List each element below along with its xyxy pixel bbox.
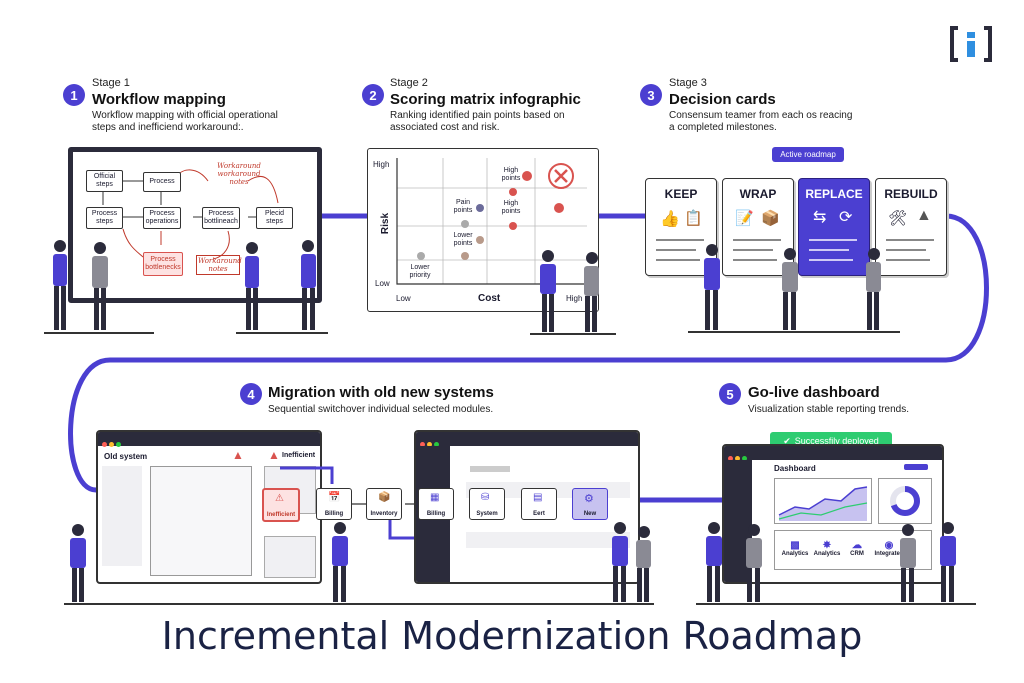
app-crm: ☁CRM bbox=[842, 540, 872, 557]
module-eert: ▤ Eert bbox=[521, 488, 557, 520]
wf-process-operations: Process operations bbox=[143, 207, 181, 229]
document-icon: 📝 bbox=[735, 210, 754, 227]
refresh-icon: ⟳ bbox=[839, 209, 853, 226]
page-title: Incremental Modernization Roadmap bbox=[161, 614, 863, 658]
thumbs-up-icon: 👍 bbox=[660, 211, 680, 228]
stage3-people bbox=[688, 244, 900, 333]
app-integrated: ◉Integrated bbox=[872, 540, 906, 557]
stage1-people bbox=[44, 240, 328, 334]
stage-2-title: Scoring matrix infographic bbox=[390, 91, 581, 108]
app-analytics-2: ✸Analytics bbox=[813, 540, 841, 557]
stage-2-label: Stage 2 bbox=[390, 77, 428, 89]
stage-1-title: Workflow mapping bbox=[92, 91, 226, 108]
workflow-arrows bbox=[102, 169, 279, 260]
wf-workaround-notes-2: Workaround notes bbox=[196, 255, 242, 275]
stage-5-title: Go-live dashboard bbox=[748, 384, 880, 401]
swap-icon: ⇆ bbox=[813, 209, 827, 226]
tools-icon: 🛠 bbox=[888, 210, 908, 227]
dashboard-title: Dashboard bbox=[774, 464, 816, 473]
building-icon: ▦ bbox=[430, 492, 440, 503]
stage-1-badge: 1 bbox=[63, 84, 85, 106]
wf-process-bottleneck: Process bottlineach bbox=[202, 207, 240, 229]
stage-3-label: Stage 3 bbox=[669, 77, 707, 89]
stage-1-desc: Workflow mapping with official operation… bbox=[92, 110, 278, 133]
calendar-icon: 📅 bbox=[328, 492, 341, 503]
wf-workaround-notes-1: Workaround workaround notes bbox=[217, 162, 261, 186]
stage-4-badge: 4 bbox=[240, 383, 262, 405]
wf-process-steps: Process steps bbox=[86, 207, 123, 229]
roadmap-path bbox=[68, 213, 989, 503]
check-icon: ✔ bbox=[783, 435, 791, 446]
matrix-y-axis: Risk bbox=[380, 212, 392, 235]
alarm-icon: ⚠ bbox=[275, 493, 284, 504]
bar-chart-icon: ▩ bbox=[790, 540, 800, 551]
old-system-label: Old system bbox=[104, 452, 148, 461]
package-icon: 📦 bbox=[761, 210, 780, 227]
matrix-x-low: Low bbox=[396, 294, 411, 303]
matrix-label-high-points-2: High points bbox=[501, 200, 521, 215]
app-analytics-1: ▩Analytics bbox=[781, 540, 809, 557]
stage-3-badge: 3 bbox=[640, 84, 662, 106]
module-billing-2: ▦ Billing bbox=[418, 488, 454, 520]
stage-5-badge: 5 bbox=[719, 383, 741, 405]
stage-2-badge: 2 bbox=[362, 84, 384, 106]
cloud-icon: ☁ bbox=[852, 540, 862, 551]
stage5-people bbox=[696, 522, 976, 605]
module-inventory: 📦 Inventory bbox=[366, 488, 402, 520]
wf-process: Process bbox=[143, 172, 181, 192]
camera-icon: ◉ bbox=[884, 540, 894, 551]
chart-icon: ▤ bbox=[533, 492, 543, 503]
clipboard-icon: 📋 bbox=[684, 210, 703, 227]
gear-icon: ⚙ bbox=[584, 493, 594, 505]
card-wrap: WRAP 📝 📦 bbox=[722, 178, 794, 276]
network-icon: ✸ bbox=[822, 540, 832, 551]
stage-1-label: Stage 1 bbox=[92, 77, 130, 89]
triangle-icon: ▲ bbox=[916, 207, 932, 224]
stage2-people bbox=[530, 250, 616, 335]
inefficient-header: Inefficient bbox=[282, 452, 316, 459]
database-icon: ⛁ bbox=[481, 492, 490, 503]
module-billing-1: 📅 Billing bbox=[316, 488, 352, 520]
stage-3-title: Decision cards bbox=[669, 91, 776, 108]
card-replace: REPLACE ⇆ ⟳ bbox=[798, 178, 870, 276]
matrix-label-lower-points: Lower points bbox=[453, 232, 473, 247]
active-roadmap-tag: Active roadmap bbox=[772, 147, 844, 162]
matrix-x-axis: Cost bbox=[478, 293, 501, 304]
warning-icon-2: ▲ bbox=[268, 448, 280, 462]
matrix-y-high: High bbox=[373, 160, 390, 169]
matrix-label-pain-points: Pain points bbox=[453, 199, 473, 214]
brand-logo bbox=[950, 24, 992, 64]
card-rebuild: REBUILD 🛠 ▲ bbox=[875, 178, 947, 276]
box-icon: 📦 bbox=[378, 492, 391, 503]
wf-placid-steps: Plecid steps bbox=[256, 207, 293, 229]
matrix-grid bbox=[396, 158, 591, 285]
stage4-people bbox=[64, 522, 654, 605]
wf-official-steps: Official steps bbox=[86, 170, 123, 192]
module-system: ⛁ System bbox=[469, 488, 505, 520]
matrix-x-high: High bbox=[566, 294, 583, 303]
donut-chart bbox=[878, 478, 932, 524]
matrix-label-lower-priority: Lower priority bbox=[409, 264, 431, 279]
warning-icon: ▲ bbox=[232, 448, 244, 462]
wf-process-bottlenecks: Process bottlenecks bbox=[143, 252, 183, 276]
matrix-y-low: Low bbox=[375, 279, 390, 288]
stage-4-title: Migration with old new systems bbox=[268, 384, 494, 401]
stage-5-desc: Visualization stable reporting trends. bbox=[748, 404, 910, 415]
module-new: ⚙ New bbox=[572, 488, 608, 520]
module-inefficient: ⚠ Inefficient bbox=[262, 488, 300, 522]
trend-chart bbox=[774, 478, 872, 524]
stage-4-desc: Sequential switchover individual selecte… bbox=[268, 404, 494, 415]
matrix-label-high-points-1: High points bbox=[501, 167, 521, 182]
